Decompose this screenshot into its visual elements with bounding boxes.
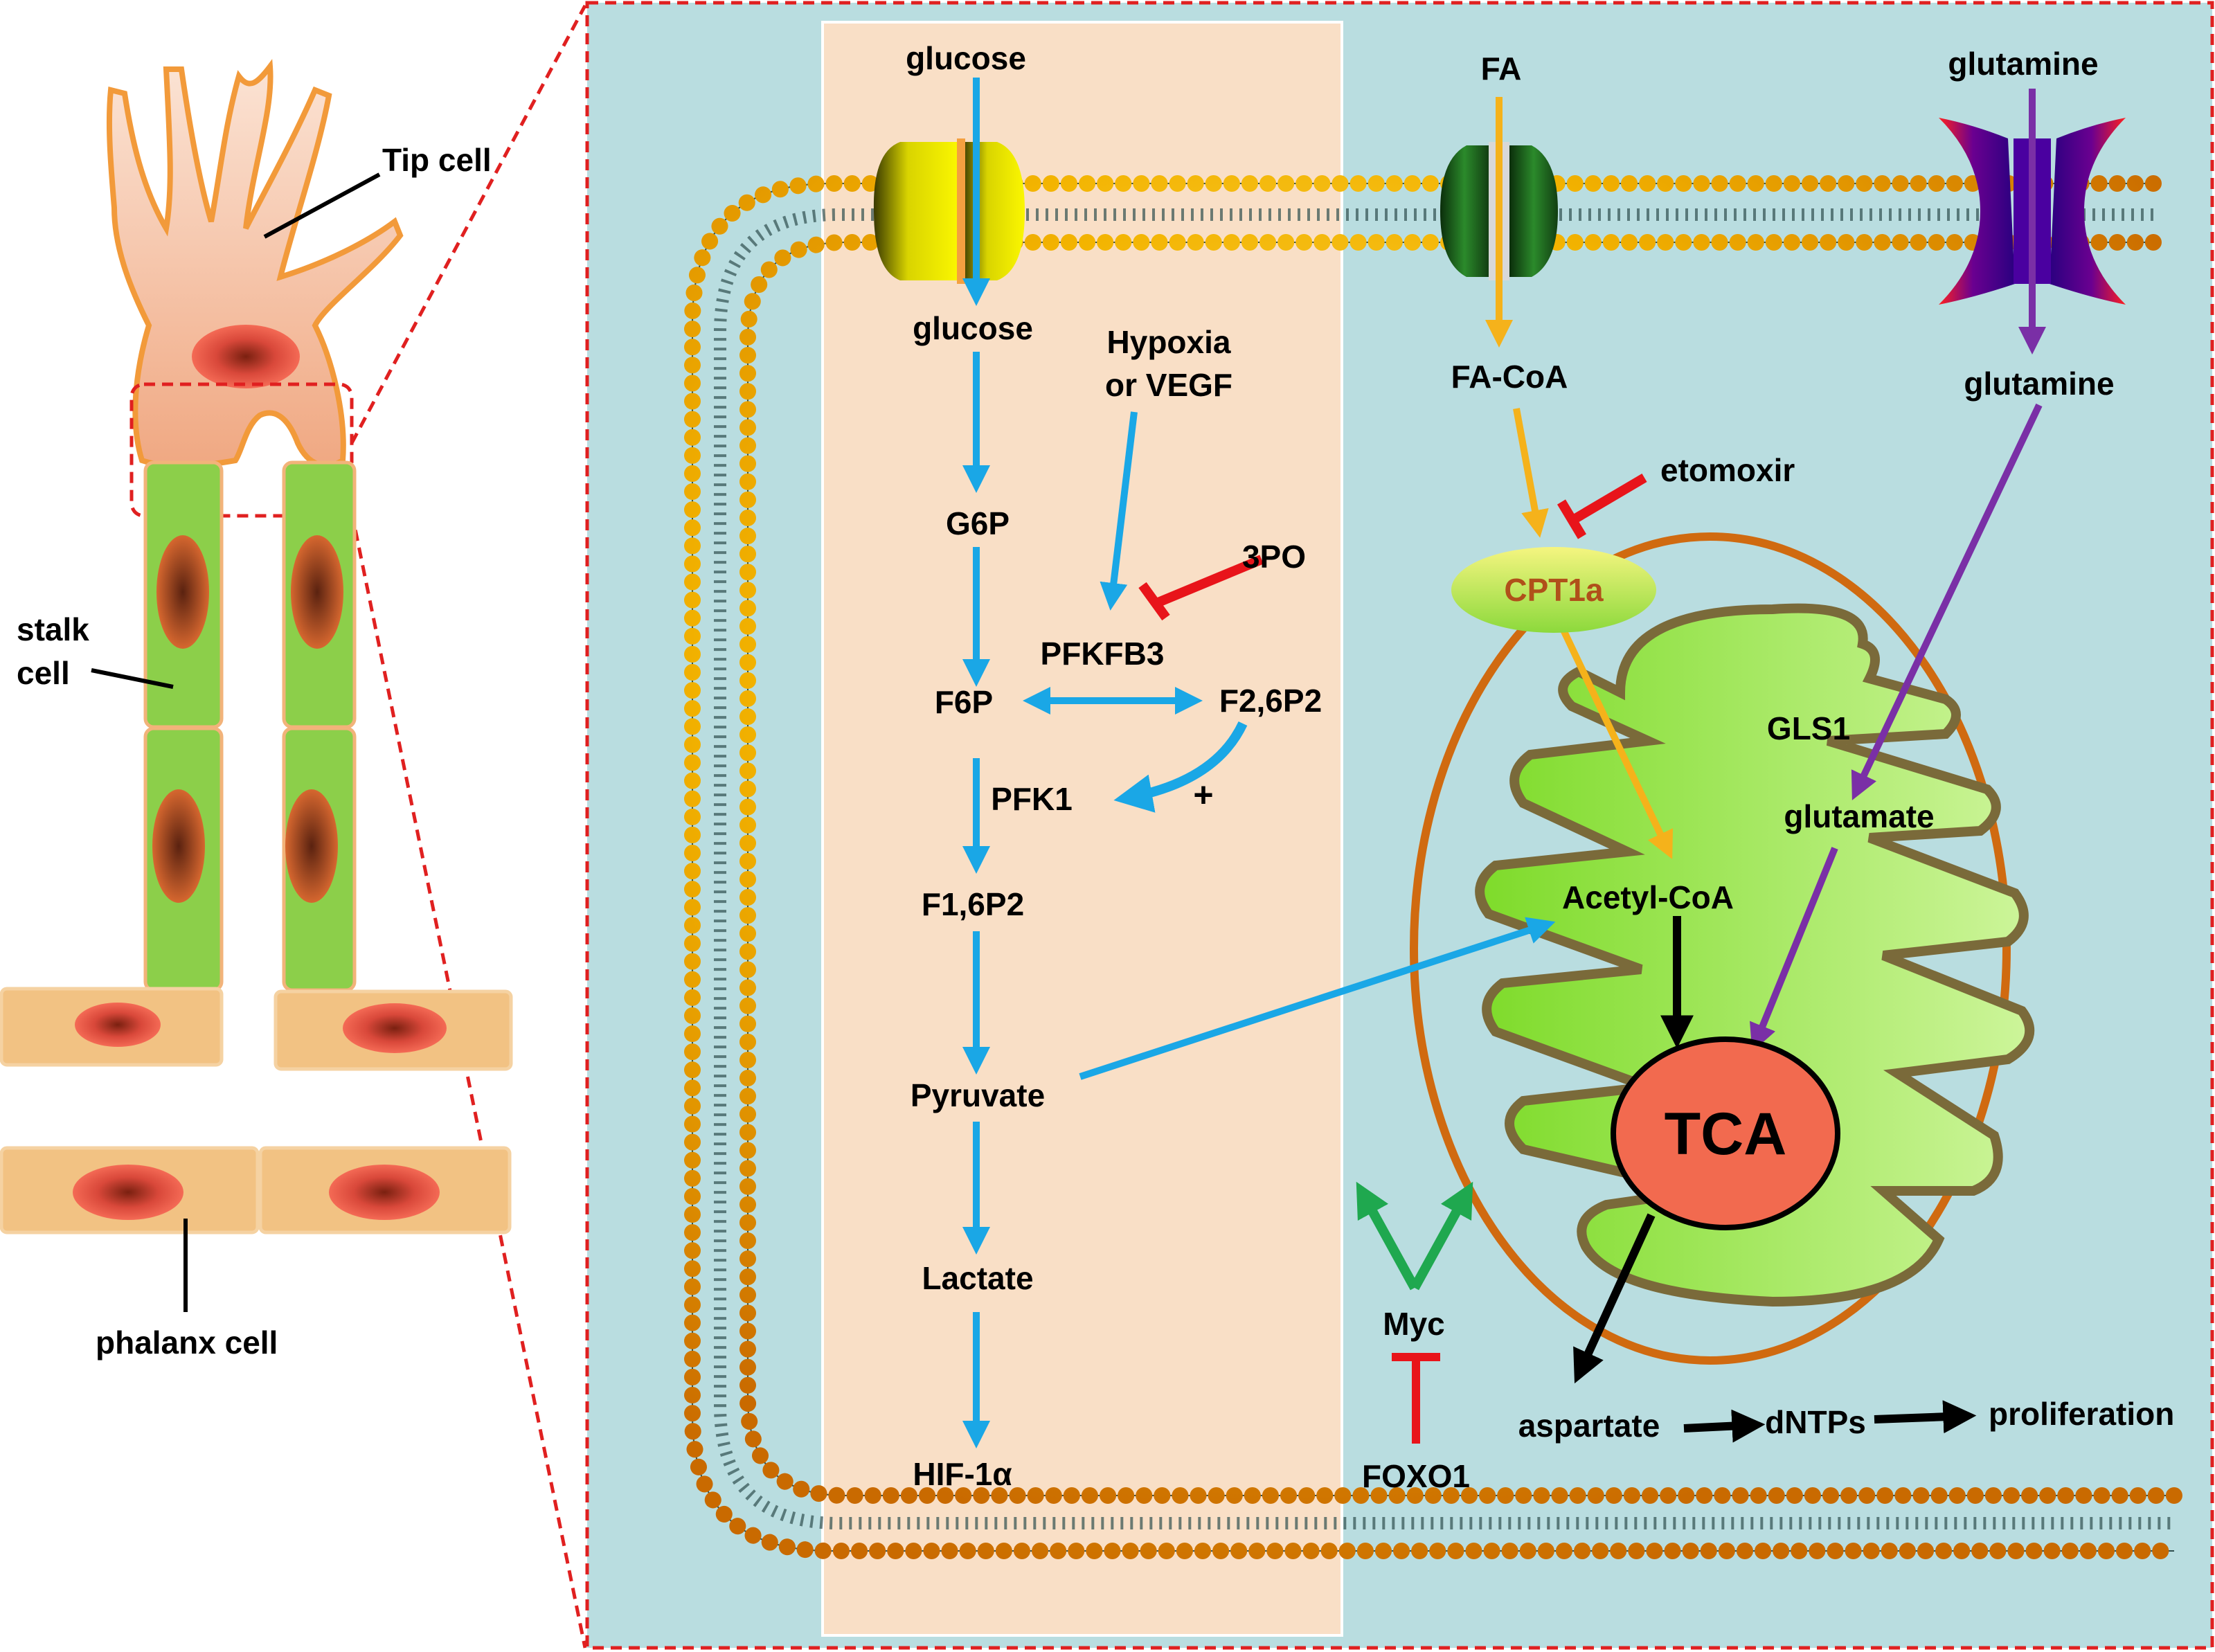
glutamine-arrows (1750, 89, 2046, 1052)
cpt1a-label: CPT1a (1504, 572, 1604, 608)
fa-label: FA (1481, 51, 1522, 87)
sprouting-vessel: Tip cell stalk cell (0, 4, 587, 1649)
pyruvate-label: Pyruvate (911, 1077, 1045, 1113)
lactate-label: Lactate (922, 1260, 1033, 1296)
cpt1a-enzyme-icon (1451, 547, 1656, 633)
acetyl-coa-label: Acetyl-CoA (1562, 879, 1734, 915)
proliferation-label: proliferation (1989, 1396, 2174, 1432)
g6p-label: G6P (946, 505, 1010, 541)
zoom-region-box (129, 382, 354, 518)
dntps-label: dNTPs (1765, 1404, 1866, 1440)
inhibitor-3po-icon (1138, 555, 1264, 621)
glutamate-label: glutamate (1784, 798, 1934, 834)
aspartate-label: aspartate (1518, 1408, 1660, 1444)
inhibitor-foxo1-icon (1392, 1353, 1440, 1444)
plus-sign: + (1193, 775, 1213, 814)
fatty-acid-arrows (1485, 97, 1674, 859)
hypoxia-label: Hypoxia (1107, 324, 1231, 360)
glutamine-extracellular: glutamine (1948, 46, 2098, 82)
f6p-label: F6P (935, 684, 993, 720)
phalanx-cell-label: phalanx cell (96, 1325, 278, 1361)
cell-membrane (684, 175, 2182, 1559)
stalk-cell-label-line2: cell (17, 655, 70, 691)
tip-cell-icon (106, 59, 404, 469)
proliferation-labels: aspartate dNTPs proliferation Myc FOXO1 (1362, 1306, 2174, 1494)
tca-label: TCA (1665, 1101, 1787, 1167)
3po-label: 3PO (1242, 539, 1306, 575)
glucose-transporter-icon (873, 138, 1025, 284)
myc-activation-arrows (1356, 1181, 1473, 1291)
pfk1-label: PFK1 (991, 781, 1073, 817)
glucose-extracellular: glucose (906, 40, 1026, 76)
glutamine-labels: glutamine glutamine GLS1 glutamate (1767, 46, 2115, 834)
hypoxia-label-line2: or VEGF (1105, 367, 1232, 403)
f16p2-label: F1,6P2 (922, 886, 1024, 922)
glycolysis-arrows (962, 78, 1556, 1448)
glucose-intracellular: glucose (913, 310, 1033, 346)
glutamine-intracellular: glutamine (1964, 366, 2114, 402)
tip-cell-label: Tip cell (382, 142, 492, 178)
fa-coa-label: FA-CoA (1451, 359, 1568, 395)
fatty-acid-labels: FA FA-CoA etomoxir Acetyl-CoA (1451, 51, 1795, 915)
glycolysis-labels: glucose glucose G6P F6P PFKFB3 F2,6P2 PF… (906, 40, 1322, 1492)
etomoxir-label: etomoxir (1660, 452, 1795, 488)
stalk-cell-nuclei-icon (152, 535, 343, 903)
tip-cell-nucleus-icon (192, 325, 300, 388)
mitochondrion-outer-icon (1410, 532, 2011, 1365)
foxo1-label: FOXO1 (1362, 1458, 1470, 1494)
tca-cycle-icon (1611, 1036, 1840, 1230)
gls1-label: GLS1 (1767, 710, 1850, 746)
hif-label: HIF-1α (913, 1456, 1012, 1492)
stalk-cell-label: stalk (17, 611, 89, 647)
inhibitor-etomoxir-icon (1557, 473, 1647, 539)
myc-label: Myc (1383, 1306, 1444, 1342)
tca-output-arrows (1573, 916, 1977, 1443)
fatty-acid-transporter-icon (1440, 142, 1558, 280)
phalanx-cell-nuclei-icon (73, 1003, 447, 1220)
f26p2-label: F2,6P2 (1219, 683, 1322, 719)
glycolysis-region (821, 21, 1343, 1637)
pfkfb3-label: PFKFB3 (1041, 636, 1165, 672)
glutamine-transporter-icon (1939, 118, 2126, 305)
